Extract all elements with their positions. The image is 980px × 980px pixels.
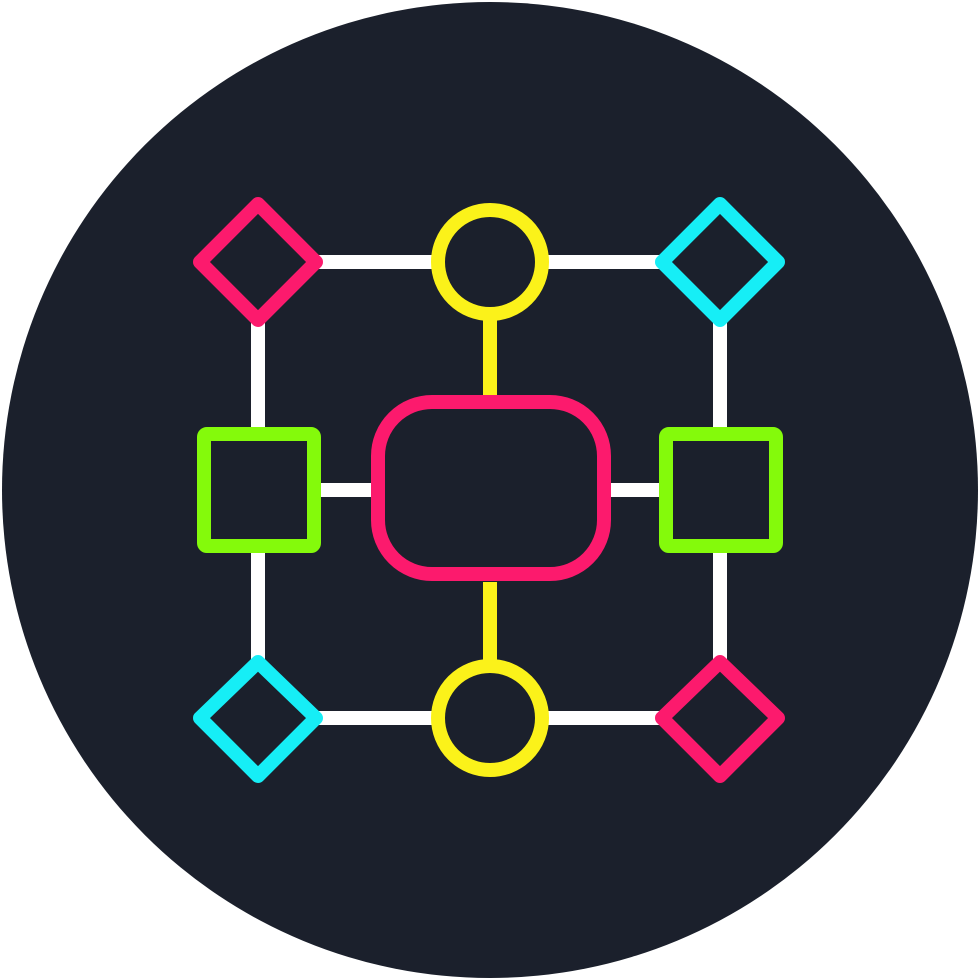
green-square-right-icon xyxy=(659,427,783,553)
yellow-circle-bottom-icon xyxy=(431,659,549,777)
cyan-diamond-top-right-icon xyxy=(655,197,785,327)
diagram-nodes xyxy=(193,197,785,783)
yellow-circle-top-icon xyxy=(431,203,549,321)
pink-rounded-rect-center-icon xyxy=(371,395,611,581)
pink-diamond-top-left-icon xyxy=(193,197,323,327)
cyan-diamond-bottom-left-icon xyxy=(193,655,323,783)
connector-lines xyxy=(251,255,727,725)
pink-diamond-bottom-right-icon xyxy=(655,655,785,783)
green-square-left-icon xyxy=(197,427,321,553)
